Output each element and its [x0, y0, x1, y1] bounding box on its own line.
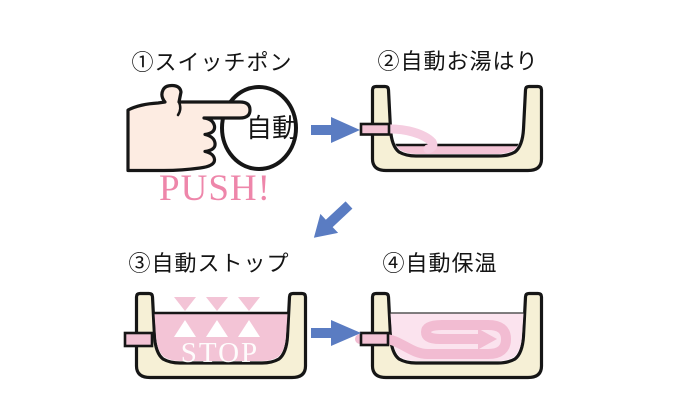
circulation-flow-band [355, 320, 511, 359]
water-shallow [389, 145, 525, 154]
level-triangles-down [174, 297, 260, 311]
faucet-spout [359, 331, 390, 347]
stop-label: STOP [181, 337, 259, 369]
level-triangles-up [174, 320, 260, 337]
bathtub-body [370, 84, 544, 173]
bathtub-body [370, 291, 544, 380]
white-triangle-icon [238, 320, 260, 337]
push-label: PUSH! [159, 168, 271, 209]
step1-push-button-illustration: 自動 [126, 83, 298, 173]
pointing-hand-icon [126, 83, 252, 173]
arrow-step1-to-step2-icon [311, 117, 360, 143]
step1-title: ①スイッチポン [131, 50, 293, 75]
step2-bathtub-filling-illustration [359, 84, 544, 173]
thumb-crease-line [176, 100, 182, 117]
arrow-step2-to-step3-icon [313, 201, 353, 238]
faucet-spout [359, 122, 391, 136]
faucet-spout [123, 331, 154, 348]
circulation-arrowhead-icon [478, 328, 497, 350]
white-triangle-icon [206, 320, 228, 337]
bathtub-body [134, 291, 308, 380]
white-triangle-icon [174, 320, 196, 337]
auto-button-label: 自動 [246, 114, 298, 143]
pink-triangle-icon [238, 297, 260, 311]
pink-triangle-icon [206, 297, 228, 311]
step4-title: ④自動保温 [382, 251, 498, 276]
arrow-step3-to-step4-icon [311, 320, 361, 346]
step2-title: ②自動お湯はり [377, 49, 539, 74]
pink-triangle-icon [174, 297, 196, 311]
step3-title: ③自動ストップ [128, 251, 290, 276]
step3-bathtub-stop-illustration: STOP [123, 291, 308, 380]
step4-bathtub-keepwarm-illustration [355, 291, 544, 380]
water-stream [379, 124, 438, 154]
